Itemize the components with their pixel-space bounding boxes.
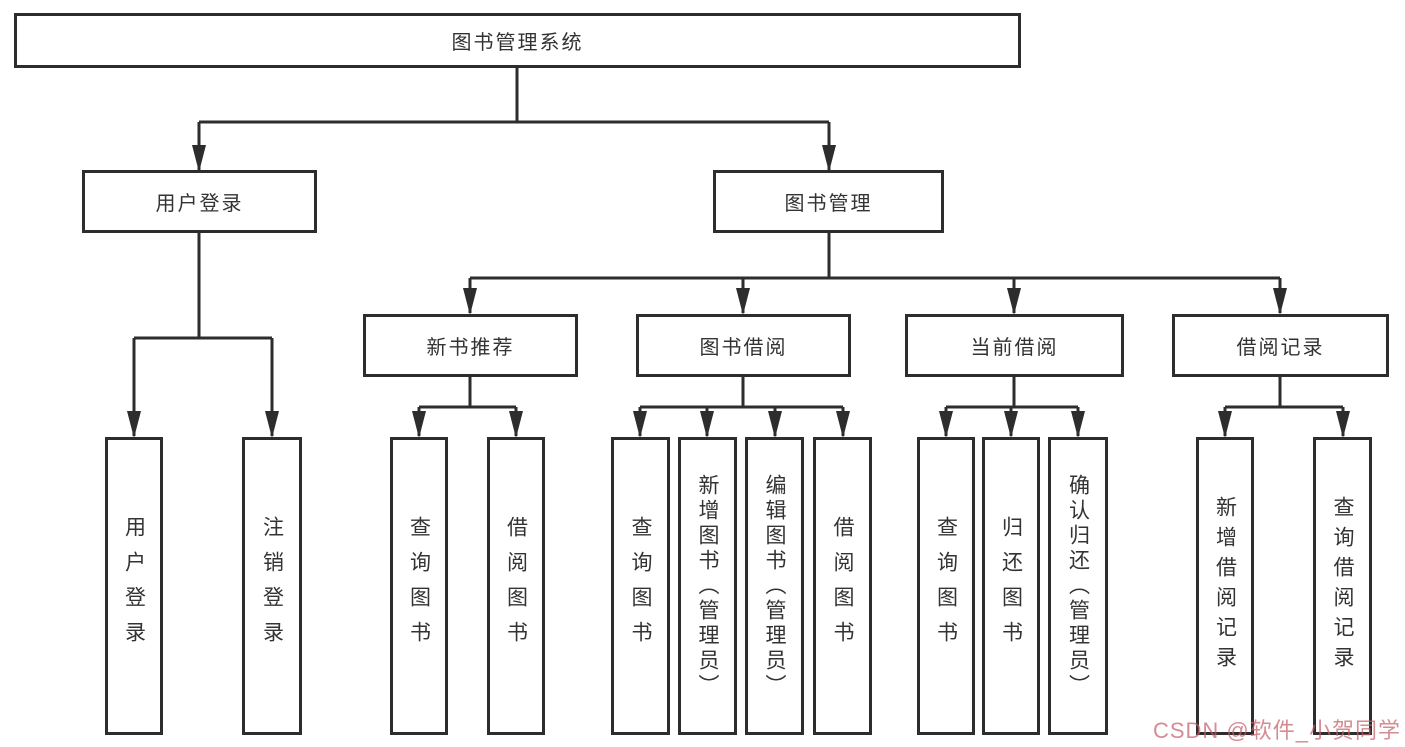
leaf-logout-label: 注销登录 [260,516,284,656]
leaf-borrow-book-1-label: 借阅图书 [504,516,528,656]
node-book-management: 图书管理 [713,170,944,233]
leaf-borrow-book-2-label: 借阅图书 [831,516,854,656]
node-user-login: 用户登录 [82,170,317,233]
arrowhead-icons [127,145,1350,438]
leaf-query-borrow-record-label: 查询借阅记录 [1331,496,1354,676]
node-book-borrow-label: 图书借阅 [699,337,788,359]
leaf-confirm-return-admin: 确认归还（管理员） [1048,437,1108,735]
leaf-borrow-book-1: 借阅图书 [487,437,545,735]
node-book-borrow: 图书借阅 [636,314,851,377]
node-new-book-recommend: 新书推荐 [363,314,578,377]
node-current-borrow-label: 当前借阅 [970,337,1059,359]
node-new-book-recommend-label: 新书推荐 [426,337,515,359]
leaf-borrow-book-2: 借阅图书 [813,437,872,735]
node-root-system: 图书管理系统 [14,13,1021,68]
node-book-management-label: 图书管理 [784,193,873,215]
leaf-user-login-label: 用户登录 [122,516,146,656]
leaf-query-borrow-record: 查询借阅记录 [1313,437,1372,735]
node-current-borrow: 当前借阅 [905,314,1124,377]
leaf-add-borrow-record-label: 新增借阅记录 [1213,496,1237,676]
leaf-add-borrow-record: 新增借阅记录 [1196,437,1254,735]
leaf-return-book: 归还图书 [982,437,1040,735]
leaf-confirm-return-admin-label: 确认归还（管理员） [1066,473,1090,699]
leaf-query-book-3: 查询图书 [917,437,975,735]
leaf-logout: 注销登录 [242,437,302,735]
leaf-query-book-2-label: 查询图书 [629,516,652,656]
leaf-add-book-admin: 新增图书（管理员） [678,437,737,735]
node-root-system-label: 图书管理系统 [451,32,584,54]
node-borrow-records-label: 借阅记录 [1236,337,1325,359]
node-borrow-records: 借阅记录 [1172,314,1389,377]
leaf-user-login: 用户登录 [105,437,163,735]
leaf-query-book-3-label: 查询图书 [934,516,958,656]
csdn-watermark: CSDN @软件_小贺同学 [1152,718,1401,743]
leaf-edit-book-admin-label: 编辑图书（管理员） [763,473,786,699]
leaf-add-book-admin-label: 新增图书（管理员） [696,473,719,699]
leaf-query-book-2: 查询图书 [611,437,670,735]
leaf-return-book-label: 归还图书 [999,516,1023,656]
leaf-query-book-1-label: 查询图书 [407,516,431,656]
node-user-login-label: 用户登录 [155,193,244,215]
leaf-edit-book-admin: 编辑图书（管理员） [745,437,804,735]
leaf-query-book-1: 查询图书 [390,437,448,735]
